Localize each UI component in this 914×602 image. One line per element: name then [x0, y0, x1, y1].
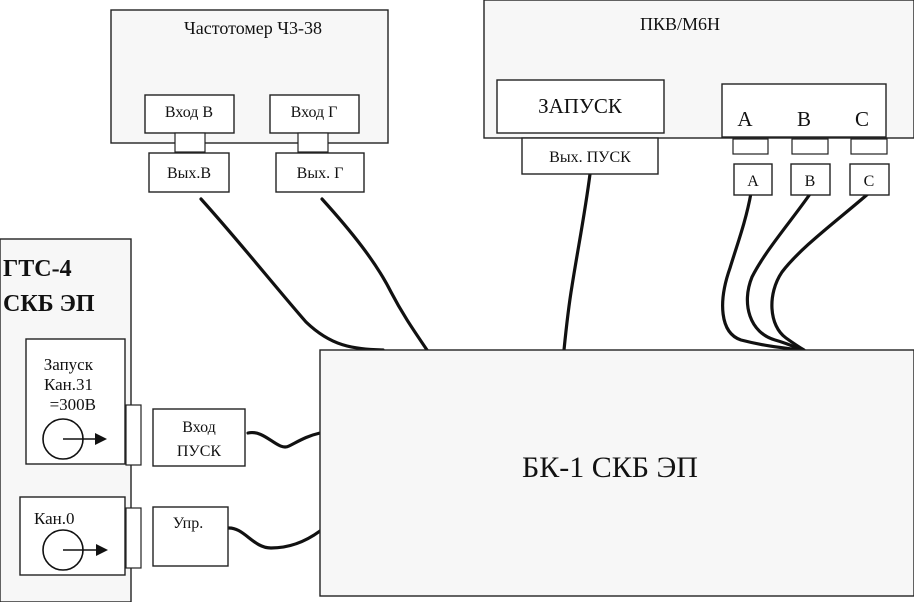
pkv-plug-b: [790, 163, 831, 196]
pkv-plug-c: [849, 163, 890, 196]
gts-voltage-label: =300В: [50, 395, 96, 414]
gts-start-label: Запуск: [44, 355, 94, 374]
start-input-label-line-2: ПУСК: [177, 443, 222, 460]
gts-unit: ГТС-4 СКБ ЭП Запуск Кан.31 =300В Кан.0: [0, 238, 142, 602]
pkv-plug-b-label: B: [805, 173, 816, 190]
start-input-label-line-1: Вход: [182, 419, 216, 436]
output-v-box: [148, 152, 230, 193]
cable-start-output-to-main: [562, 172, 592, 352]
connector-v: [174, 132, 206, 153]
pkv-start-box: [496, 79, 665, 134]
gts-channel0-side-connector: [125, 507, 142, 569]
gts-channel-31-label: Кан.31: [44, 375, 93, 394]
pkv-channel-a-label: A: [737, 107, 753, 131]
main-unit: БК-1 СКБ ЭП: [319, 349, 914, 597]
cable-channel-c-to-main: [770, 191, 871, 352]
gts-channel0-switch-icon: [42, 529, 108, 571]
cables: [199, 172, 871, 550]
output-g-label: Вых. Г: [297, 165, 344, 182]
pkv-connector-b: [791, 138, 829, 155]
output-v-label: Вых.В: [167, 165, 211, 182]
pkv-start-output-box: [521, 137, 659, 175]
frequency-meter-title: Частотомер Ч3-38: [184, 18, 322, 38]
gts-start-switch-icon: [42, 418, 107, 460]
pkv-unit: ПКВ/М6Н ЗАПУСК Вых. ПУСК A B C A B C: [483, 0, 914, 196]
cable-channel-b-to-main: [745, 192, 812, 352]
control-box: [152, 506, 229, 567]
pkv-plug-a: [733, 163, 773, 196]
input-g-label: Вход Г: [291, 104, 338, 121]
pkv-plug-c-label: C: [864, 173, 875, 190]
start-input-box: [152, 408, 246, 467]
input-g-box: [269, 94, 360, 134]
pkv-title: ПКВ/М6Н: [640, 14, 720, 34]
main-unit-body: [319, 349, 914, 597]
output-g-box: [275, 152, 365, 193]
cable-control-to-main: [226, 526, 322, 550]
pkv-channel-c-label: C: [855, 107, 869, 131]
middle-connectors: Вход ПУСК Упр.: [152, 408, 246, 567]
gts-title-line-2: СКБ ЭП: [3, 291, 95, 317]
cable-start-input-to-main: [246, 431, 322, 449]
frequency-meter-unit: Частотомер Ч3-38 Вход В Вход Г Вых.В Вых…: [110, 9, 389, 193]
main-unit-label: БК-1 СКБ ЭП: [522, 451, 698, 484]
pkv-start-output-label: Вых. ПУСК: [549, 149, 631, 166]
pkv-plug-a-label: A: [747, 173, 759, 190]
control-label: Упр.: [173, 515, 203, 532]
gts-start-side-connector: [125, 404, 142, 466]
pkv-channel-b-label: B: [797, 107, 811, 131]
connector-g: [297, 132, 329, 153]
cable-channel-a-to-main: [721, 191, 802, 352]
cable-output-v-to-main: [199, 197, 385, 352]
pkv-start-label: ЗАПУСК: [538, 94, 623, 118]
pkv-channel-panel: [721, 83, 887, 138]
gts-title-line-1: ГТС-4: [3, 256, 72, 282]
pkv-connector-a: [732, 138, 769, 155]
input-v-label: Вход В: [165, 104, 213, 121]
cable-output-g-to-main: [320, 197, 429, 352]
gts-channel0-label: Кан.0: [34, 509, 75, 528]
pkv-connector-c: [850, 138, 888, 155]
